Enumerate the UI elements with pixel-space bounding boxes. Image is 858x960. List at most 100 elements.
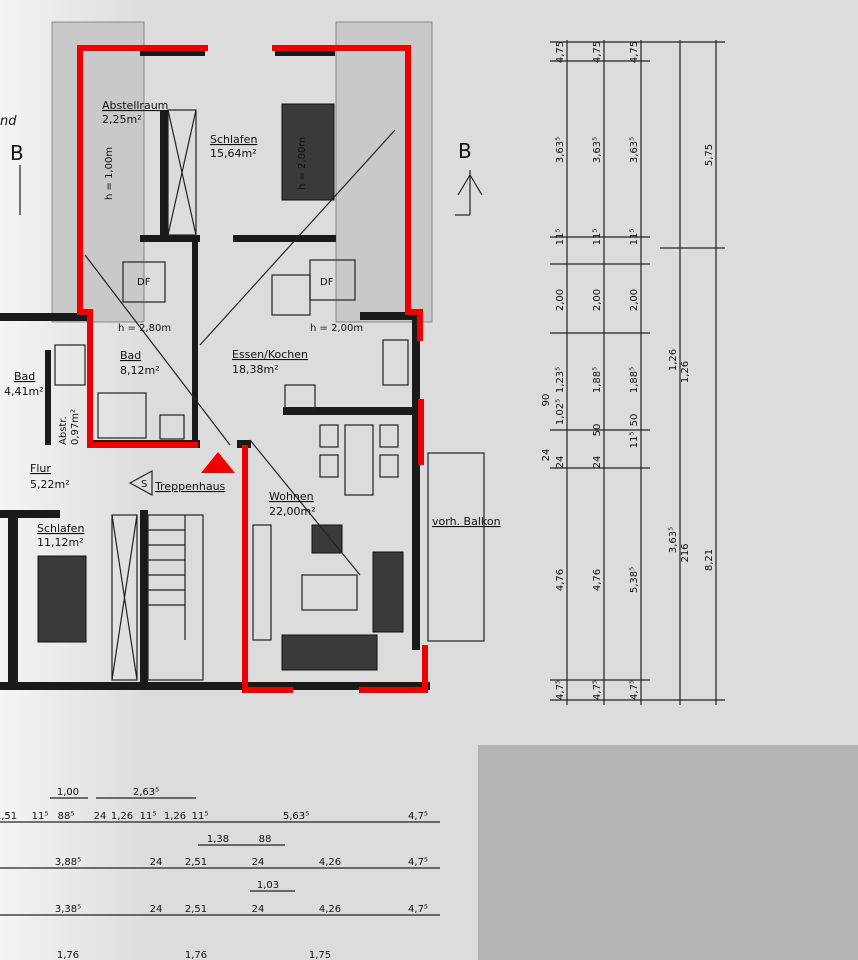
room-height: h = 2,00m <box>297 137 308 190</box>
walls <box>0 48 430 690</box>
room-height: h = 2,80m <box>118 323 171 334</box>
dimension-label: 1,38 <box>207 834 229 845</box>
dimension-label: 50 <box>592 424 603 437</box>
room-name: Bad <box>120 349 141 362</box>
room-area: 18,38m² <box>232 363 279 376</box>
dimension-label: 2,51 <box>185 857 207 868</box>
dimension-label: 11⁵ <box>629 229 640 246</box>
room-area: 0,97m² <box>70 409 81 445</box>
dimension-label: 8,21 <box>704 549 715 571</box>
dimension-label: 4,75 <box>592 41 603 63</box>
dimension-label: 4,7⁵ <box>408 857 428 868</box>
section-label: B <box>458 139 472 163</box>
room-area: 5,22m² <box>30 478 70 491</box>
dimension-label: 2,00 <box>555 289 566 311</box>
dimension-label: 4,7⁵ <box>408 904 428 915</box>
room-area: 4,41m² <box>4 385 44 398</box>
dimension-label: 4,7⁵ <box>629 680 640 700</box>
roof-hatching <box>51 21 433 323</box>
room-area: 15,64m² <box>210 147 257 160</box>
stair-symbol: S <box>141 479 147 490</box>
dimension-label: 11⁵ <box>140 811 157 822</box>
dimension-label: 5,38⁵ <box>629 567 640 593</box>
dimension-label: 11⁵ <box>192 811 209 822</box>
dimension-label: 1,26 <box>668 349 679 371</box>
dimension-label: 1,51 <box>0 811 17 822</box>
room-name: Treppenhaus <box>154 480 226 493</box>
dimension-label: 3,63⁵ <box>629 137 640 163</box>
dimension-label: 24 <box>592 456 603 469</box>
room-name: Bad <box>14 370 35 383</box>
room-height: h = 1,00m <box>104 147 115 200</box>
room-name: Schlafen <box>210 133 257 146</box>
room-height: h = 2,00m <box>310 323 363 334</box>
room-name: Essen/Kochen <box>232 348 308 361</box>
dimension-label: 5,75 <box>704 144 715 166</box>
room-name: Abstellraum <box>102 99 168 112</box>
text-fragment: and <box>0 114 17 129</box>
dimension-label: 4,7⁵ <box>555 680 566 700</box>
room-name: vorh. Balkon <box>432 515 501 528</box>
section-markers <box>19 165 483 216</box>
room-area: 22,00m² <box>269 505 316 518</box>
dimension-label: 1,88⁵ <box>592 367 603 393</box>
dimension-label: 1,76 <box>57 950 79 960</box>
dimension-lines-bottom <box>0 797 440 916</box>
dimension-label: 216 <box>680 543 691 562</box>
room-labels: Abstellraum 2,25m² h = 1,00m Schlafen 15… <box>0 99 501 549</box>
dimension-label: 1,23⁵ <box>555 367 566 393</box>
dimension-label: 3,38⁵ <box>55 904 81 915</box>
dimension-label: 24 <box>150 904 163 915</box>
dimension-label: 2,00 <box>592 289 603 311</box>
dimension-label: 3,88⁵ <box>55 857 81 868</box>
dimension-label: 3,63⁵ <box>592 137 603 163</box>
dimension-label: 11⁵ <box>32 811 49 822</box>
apartment-highlight <box>77 45 428 693</box>
dimension-label: 1,26 <box>680 361 691 383</box>
room-name: Schlafen <box>37 522 84 535</box>
dimension-label: 1,00 <box>57 787 79 798</box>
dimension-lines-right <box>550 40 725 705</box>
dimension-label: 5,63⁵ <box>283 811 309 822</box>
dimension-label: 88 <box>259 834 272 845</box>
room-name: Abstr. <box>58 416 69 445</box>
dimension-label: 4,26 <box>319 904 341 915</box>
dimension-label: 1,75 <box>309 950 331 960</box>
dimension-label: 2,00 <box>629 289 640 311</box>
dimension-label: 1,76 <box>185 950 207 960</box>
dimension-label: 4,76 <box>555 569 566 591</box>
dimension-label: 4,75 <box>629 41 640 63</box>
dimension-label: 24 <box>150 857 163 868</box>
stair-symbol-icon <box>128 469 153 497</box>
dimension-label: 1,88⁵ <box>629 367 640 393</box>
dimension-label: 2,51 <box>185 904 207 915</box>
room-area: 8,12m² <box>120 364 160 377</box>
furniture <box>37 103 485 681</box>
dimension-label: 11⁵ <box>592 229 603 246</box>
redacted-area <box>478 745 858 960</box>
dimension-label: 1,26 <box>111 811 133 822</box>
dimension-label: 24 <box>541 449 552 462</box>
dimension-labels-bottom: 1,002,63⁵1,5111⁵88⁵241,2611⁵1,2611⁵5,63⁵… <box>0 787 428 960</box>
dimension-label: 90 <box>541 394 552 407</box>
dimension-label: 24 <box>252 904 265 915</box>
dimension-label: 11⁵ <box>555 229 566 246</box>
dimension-label: 4,7⁵ <box>592 680 603 700</box>
dimension-label: 1,26 <box>164 811 186 822</box>
dimension-label: 4,7⁵ <box>408 811 428 822</box>
dimension-label: 4,76 <box>592 569 603 591</box>
dimension-label: 4,75 <box>555 41 566 63</box>
dimension-label: 11⁵ <box>629 432 640 449</box>
section-label: B <box>10 141 24 165</box>
dimension-label: 2,63⁵ <box>133 787 159 798</box>
dimension-label: 4,26 <box>319 857 341 868</box>
dimension-label: 3,63⁵ <box>555 137 566 163</box>
dimension-label: 24 <box>252 857 265 868</box>
entrance-marker-icon <box>201 452 235 473</box>
dimension-label: 1,03 <box>257 880 279 891</box>
room-area: 2,25m² <box>102 113 142 126</box>
dimension-label: 24 <box>94 811 107 822</box>
room-name: Flur <box>30 462 51 475</box>
